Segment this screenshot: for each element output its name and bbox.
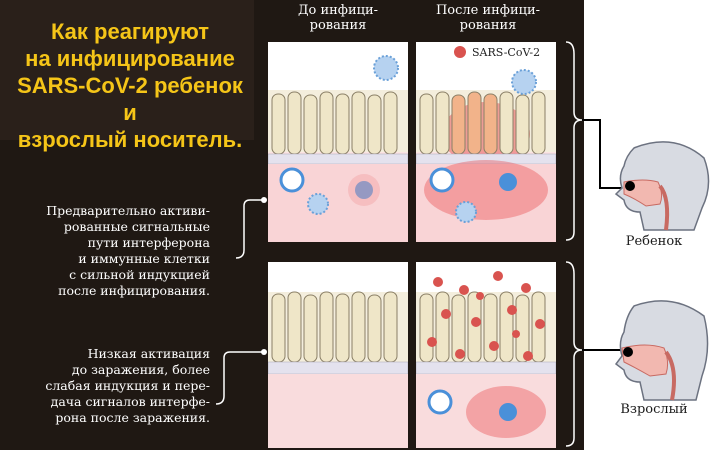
dendritic-cell <box>499 173 517 191</box>
tissue-adult-after <box>416 262 556 448</box>
panel-adult-before <box>268 262 408 448</box>
child-head-icon <box>614 141 710 231</box>
adult-head-icon <box>614 300 709 401</box>
adult-description: Низкая активация до заражения, более сла… <box>45 346 210 425</box>
virus-cluster <box>427 271 545 361</box>
immune-cell-round <box>429 167 455 193</box>
immune-cell-top <box>373 55 399 81</box>
immune-cell-round <box>427 389 453 415</box>
title-box: Как реагируют на инфицирование SARS-CoV-… <box>0 0 254 152</box>
dendritic-cell <box>499 403 517 421</box>
virus-particle <box>454 46 466 58</box>
child-description: Предварительно активи- рованные сигнальн… <box>46 203 210 298</box>
panel-adult-after <box>416 262 556 448</box>
child-label: Ребенок <box>625 234 683 249</box>
immune-cell-round <box>279 167 305 193</box>
header-before: До инфици- рования <box>297 3 379 33</box>
dendritic-cell <box>355 181 373 199</box>
tissue-child-before <box>268 42 408 242</box>
immune-cell-fuzzy <box>455 201 477 223</box>
immune-cell-top <box>511 69 537 95</box>
panel-child-after: SARS-CoV-2 <box>416 42 556 242</box>
adult-label: Взрослый <box>620 402 688 417</box>
panel-child-before <box>268 42 408 242</box>
immune-cell-fuzzy <box>307 193 329 215</box>
virus-label: SARS-CoV-2 <box>472 46 540 59</box>
header-after: После инфици- рования <box>435 3 541 33</box>
tissue-child-after: SARS-CoV-2 <box>416 42 556 242</box>
main-title: Как реагируют на инфицирование SARS-CoV-… <box>17 19 243 152</box>
tissue-adult-before <box>268 262 408 448</box>
